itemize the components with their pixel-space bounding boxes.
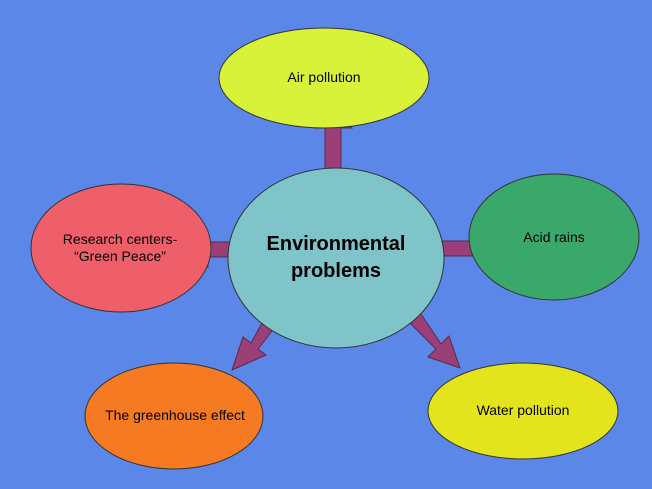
label-research-centers: Research centers- “Green Peace” <box>62 230 178 265</box>
node-research-centers <box>30 183 212 313</box>
label-water-pollution: Water pollution <box>476 402 570 419</box>
node-greenhouse-effect <box>84 362 264 470</box>
center-node <box>227 167 445 349</box>
label-acid-rains: Acid rains <box>523 229 585 246</box>
center-label: Environmental problems <box>266 233 406 282</box>
label-greenhouse-effect: The greenhouse effect <box>105 407 245 424</box>
label-air-pollution: Air pollution <box>287 69 361 86</box>
arrow-to-water-pollution <box>405 307 461 369</box>
node-acid-rains <box>468 173 640 301</box>
node-water-pollution <box>427 362 619 460</box>
node-air-pollution <box>218 27 430 129</box>
